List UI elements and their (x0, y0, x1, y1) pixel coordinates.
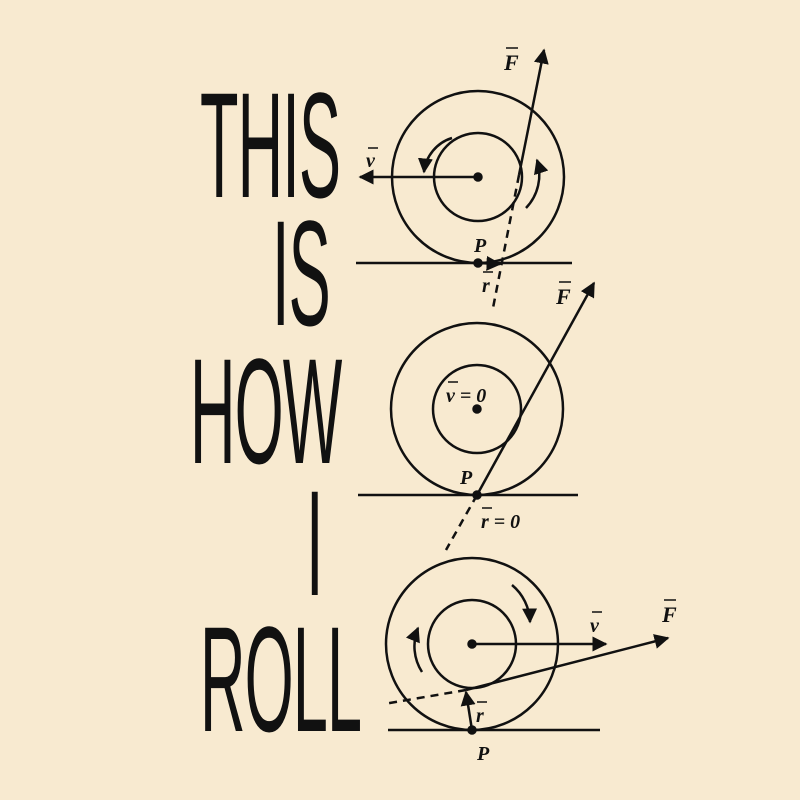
rotation-arrow-right (525, 158, 549, 209)
title-how: HOW (190, 327, 342, 495)
line-of-action (444, 494, 479, 551)
label-radius-middle: r = 0 (481, 511, 520, 533)
force-arrow (465, 634, 670, 692)
rotation-arrow-left (405, 626, 424, 673)
label-force-top: F (503, 50, 519, 75)
force-arrow (475, 281, 596, 496)
diagram-top (356, 48, 572, 309)
label-point-middle: P (459, 467, 473, 489)
rotation-arrow-left (417, 136, 453, 174)
title-this: THIS (200, 61, 341, 229)
label-radius-top: r (482, 275, 490, 297)
label-point-bottom: P (476, 743, 490, 765)
label-force-bottom: F (661, 602, 677, 627)
line-of-action (383, 688, 467, 706)
radius-arrow (460, 690, 476, 731)
diagram-middle (358, 281, 596, 551)
title-roll: ROLL (200, 595, 362, 763)
line-of-action (491, 174, 521, 309)
diagram-bottom (383, 556, 670, 735)
rotation-arrow-right (511, 584, 538, 624)
label-radius-bottom: r (476, 705, 484, 727)
title-is: IS (272, 189, 331, 357)
force-arrow (517, 48, 549, 176)
inner-hub (431, 363, 523, 455)
radius-arrow (477, 255, 502, 271)
label-velocity-bottom: v (590, 615, 600, 637)
label-velocity-top: v (366, 150, 376, 172)
label-velocity-middle: v = 0 (446, 385, 486, 407)
label-point-top: P (473, 235, 487, 257)
center-dot (472, 404, 482, 414)
label-force-middle: F (555, 284, 571, 309)
title-i: I (306, 459, 324, 627)
